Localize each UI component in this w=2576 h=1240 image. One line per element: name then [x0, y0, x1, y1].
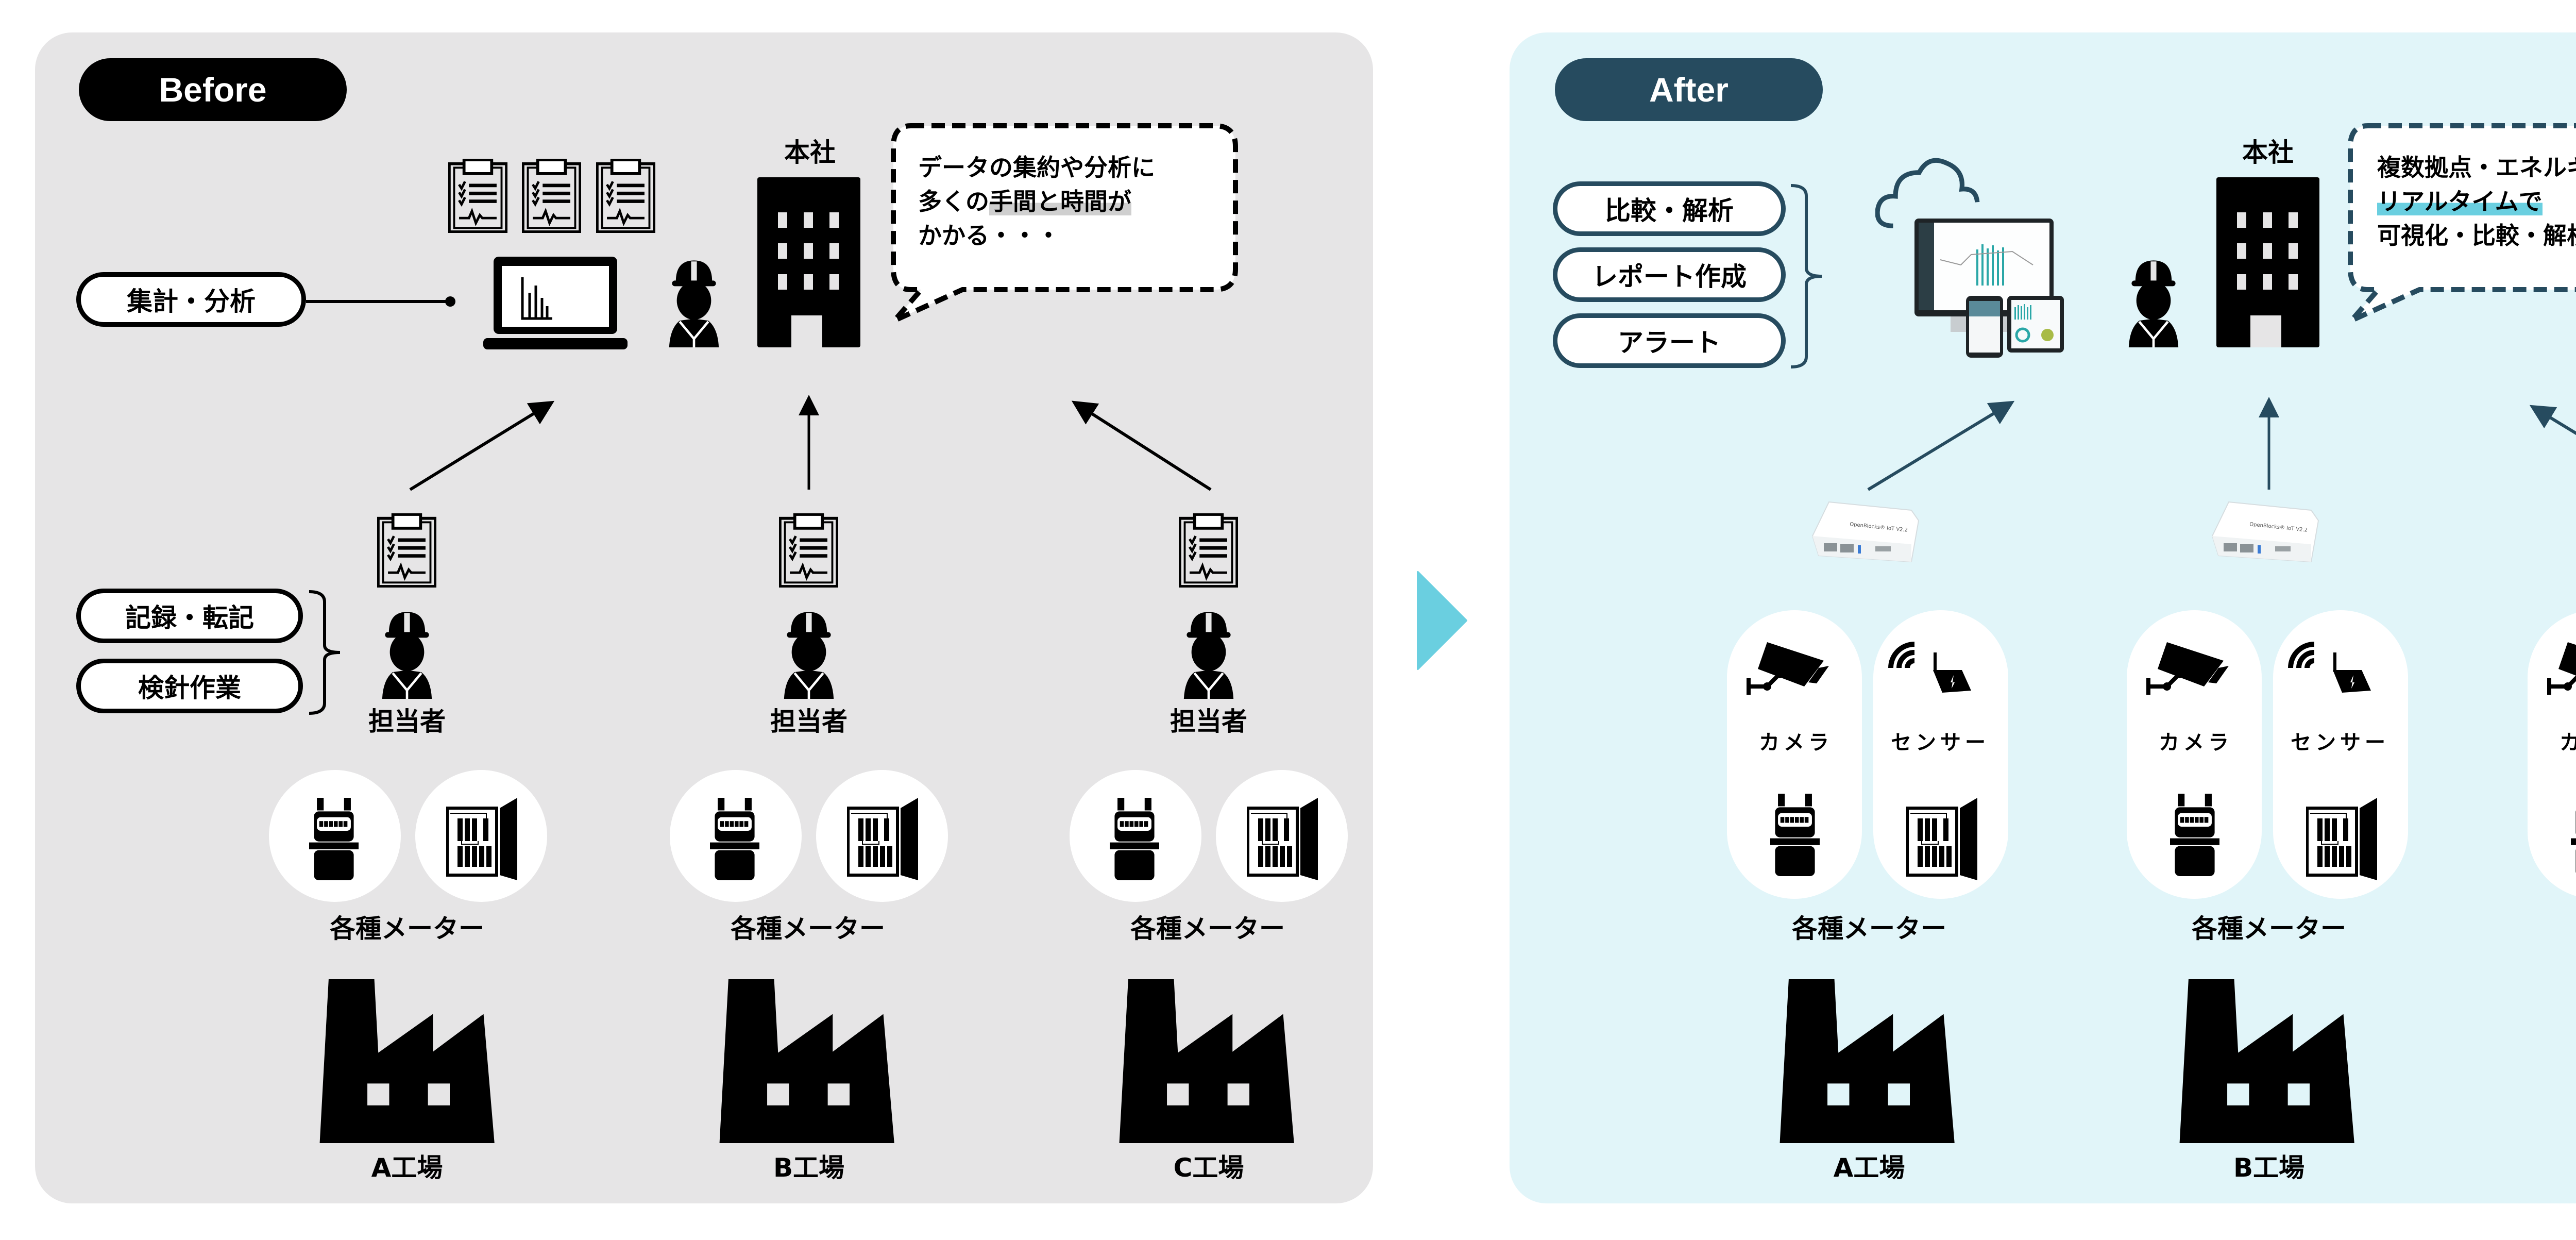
bubble-text: データの集約や分析に 多くの手間と時間が かかる・・・ [918, 150, 1155, 253]
meter-circle [415, 770, 547, 902]
worker-icon [777, 608, 841, 699]
iot-gateway-icon [2212, 501, 2319, 562]
switchboard-icon [446, 798, 518, 880]
clipboard-icon [779, 513, 838, 588]
arrow-a [409, 400, 555, 491]
factory-label: B工場 [773, 1153, 845, 1183]
upload-arrows [1867, 397, 2576, 491]
meters-label: 各種メーター [731, 914, 885, 944]
clipboard-icon [377, 513, 436, 588]
gas-meter-icon [710, 798, 759, 880]
alert-pill: アラート [1553, 313, 1786, 368]
bubble-line-3: 可視化・比較・解析 [2377, 222, 2576, 249]
meters-label: 各種メーター [1792, 914, 1946, 944]
sensor-label: センサー [2291, 731, 2389, 755]
gas-meter-icon [309, 798, 359, 880]
speech-bubble [891, 123, 1238, 323]
connector-line [306, 296, 455, 307]
record-transcribe-pill: 記録・転記 [76, 589, 303, 643]
clipboard-icon [596, 159, 655, 233]
compare-analyze-pill: 比較・解析 [1553, 181, 1786, 236]
worker-label: 担当者 [1170, 707, 1247, 736]
factory-label: C工場 [1173, 1153, 1244, 1183]
gas-meter-icon [1110, 798, 1159, 880]
brace [309, 590, 341, 715]
meter-circle [816, 770, 948, 902]
camera-label: カメラ [1759, 731, 1833, 755]
bubble-line-2: 多くの手間と時間が [918, 185, 1155, 219]
bubble-line-3: かかる・・・ [918, 222, 1060, 249]
camera-icon [1747, 642, 1834, 699]
bubble-text: 複数拠点・エネルギーを リアルタイムで 可視化・比較・解析 [2377, 150, 2576, 253]
factory-label: A工場 [371, 1153, 443, 1183]
switchboard-icon [2306, 798, 2378, 880]
sensor-icon [2285, 639, 2373, 696]
laptop-icon [483, 257, 628, 349]
clipboard-icon [522, 159, 581, 233]
bubble-highlight: リアルタイムで [2377, 188, 2543, 215]
iot-gateway-icon [1812, 501, 1919, 562]
switchboard-icon [1247, 798, 1319, 880]
after-badge: After [1555, 58, 1823, 121]
hq-label: 本社 [2242, 138, 2294, 167]
brace [1790, 184, 1822, 368]
worker-icon [2122, 257, 2185, 347]
worker-icon [1177, 608, 1241, 699]
gas-meter-icon [2571, 794, 2576, 876]
factory-icon [319, 979, 495, 1143]
worker-label: 担当者 [770, 707, 848, 736]
worker-icon [375, 608, 439, 699]
factory-icon [1780, 979, 1955, 1143]
arrow-a [1867, 400, 2015, 491]
sensor-icon [1886, 639, 1973, 696]
upload-arrows [409, 395, 1212, 491]
camera-label: カメラ [2560, 731, 2576, 755]
sensor-label: センサー [1891, 731, 1990, 755]
report-creation-pill: レポート作成 [1553, 247, 1786, 302]
speech-bubble [2348, 123, 2576, 323]
meters-label: 各種メーター [1130, 914, 1285, 944]
meter-circle [1216, 770, 1348, 902]
factory-label: A工場 [1833, 1153, 1905, 1183]
aggregate-analysis-pill: 集計・分析 [76, 272, 306, 327]
worker-label: 担当者 [368, 707, 446, 736]
switchboard-icon [847, 798, 919, 880]
bubble-line-2: リアルタイムで [2377, 185, 2576, 219]
meters-label: 各種メーター [330, 914, 484, 944]
camera-label: カメラ [2159, 731, 2233, 755]
before-badge: Before [79, 58, 347, 121]
factory-label: B工場 [2233, 1153, 2305, 1183]
hq-building-icon [757, 177, 860, 347]
clipboard-icon [448, 159, 507, 233]
hq-label: 本社 [784, 138, 836, 167]
switchboard-icon [1906, 798, 1978, 880]
factory-icon [719, 979, 894, 1143]
clipboard-icon [1179, 513, 1238, 588]
arrow-c [1071, 400, 1212, 491]
camera-icon [2547, 642, 2576, 699]
bubble-line-1: データの集約や分析に [918, 154, 1155, 181]
gas-meter-icon [2170, 794, 2219, 876]
bubble-highlight: 手間と時間が [989, 188, 1131, 215]
bubble-line-1: 複数拠点・エネルギーを [2377, 154, 2576, 181]
worker-icon [662, 257, 726, 347]
factory-icon [2179, 979, 2354, 1143]
hq-building-icon [2216, 177, 2319, 347]
transition-arrow-icon [1417, 571, 1467, 670]
meters-label: 各種メーター [2192, 914, 2346, 944]
meter-reading-pill: 検針作業 [76, 659, 303, 713]
gas-meter-icon [1770, 794, 1820, 876]
bubble-line-2-prefix: 多くの [918, 188, 989, 215]
dashboard-devices-icon [1914, 219, 2064, 358]
camera-icon [2146, 642, 2234, 699]
factory-icon [1119, 979, 1294, 1143]
arrow-c [2529, 405, 2576, 435]
